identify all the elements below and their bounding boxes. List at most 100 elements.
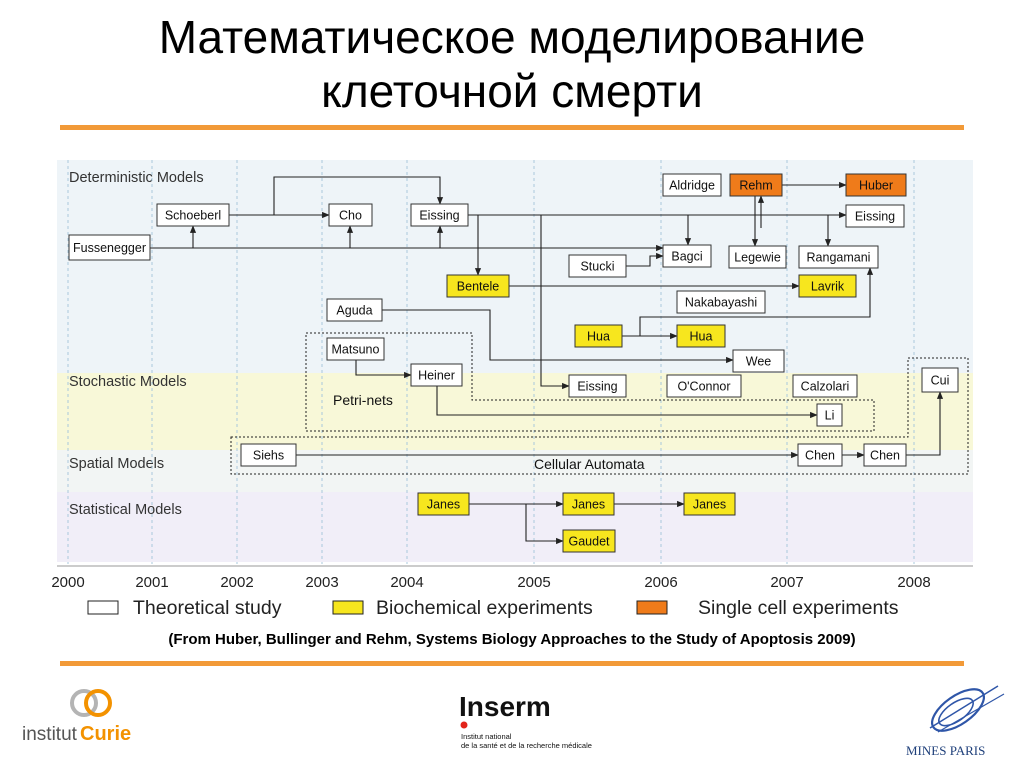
node-bagci: Bagci bbox=[662, 244, 712, 268]
node-label: Janes bbox=[572, 498, 605, 512]
node-label: Cui bbox=[931, 374, 950, 388]
band-label: Statistical Models bbox=[69, 502, 182, 518]
node-label: Bagci bbox=[671, 250, 702, 264]
node-cui: Cui bbox=[921, 367, 959, 393]
region-label-petri-nets: Petri-nets bbox=[333, 392, 393, 408]
node-aguda: Aguda bbox=[326, 298, 383, 322]
node-label: Legewie bbox=[734, 251, 781, 265]
node-siehs: Siehs bbox=[240, 443, 297, 467]
node-label: Schoeberl bbox=[165, 209, 221, 223]
arrow-heiner-to-li bbox=[436, 386, 818, 419]
cellular-automata-region bbox=[230, 357, 969, 475]
year-tick-2005: 2005 bbox=[517, 574, 550, 591]
node-label: Eissing bbox=[419, 209, 459, 223]
legend-label-biochemical: Biochemical experiments bbox=[376, 597, 593, 619]
year-tick-2001: 2001 bbox=[135, 574, 168, 591]
node-label: Rangamani bbox=[807, 251, 871, 265]
region-label-cellular-automata: Cellular Automata bbox=[534, 456, 645, 472]
node-box bbox=[683, 492, 736, 516]
arrow-stucki-to-bagci bbox=[626, 252, 664, 267]
year-tick-2008: 2008 bbox=[897, 574, 930, 591]
node-bentele: Bentele bbox=[446, 274, 510, 298]
node-box bbox=[792, 374, 858, 398]
inserm-line-2: de la santé et de la recherche médicale bbox=[461, 741, 592, 750]
curie-ring-orange bbox=[84, 689, 112, 717]
node-box bbox=[328, 203, 373, 227]
node-label: Aguda bbox=[336, 304, 372, 318]
node-box bbox=[568, 374, 627, 398]
node-label: Heiner bbox=[418, 369, 455, 383]
node-rangamani: Rangamani bbox=[798, 245, 879, 269]
node-matsuno: Matsuno bbox=[326, 337, 385, 361]
inserm-logo: Inserm Institut national de la santé et … bbox=[459, 691, 592, 750]
node-box bbox=[863, 443, 907, 467]
band-statistical-models bbox=[57, 492, 973, 562]
node-label: Chen bbox=[805, 449, 835, 463]
node-label: Calzolari bbox=[801, 380, 850, 394]
band-label: Deterministic Models bbox=[69, 170, 204, 186]
year-tick-2003: 2003 bbox=[305, 574, 338, 591]
node-hua1: Hua bbox=[574, 324, 623, 348]
node-schoeberl: Schoeberl bbox=[156, 203, 230, 227]
inserm-line-1: Institut national bbox=[461, 732, 512, 741]
legend: Theoretical study Biochemical experiments… bbox=[87, 597, 899, 619]
node-label: Janes bbox=[427, 498, 460, 512]
node-huber: Huber bbox=[845, 173, 907, 197]
band-label: Spatial Models bbox=[69, 456, 164, 472]
node-box bbox=[798, 245, 879, 269]
year-gridlines bbox=[67, 160, 915, 564]
node-janes2: Janes bbox=[562, 492, 615, 516]
band-label: Stochastic Models bbox=[69, 374, 187, 390]
node-heiner: Heiner bbox=[410, 363, 463, 387]
node-chen1: Chen bbox=[797, 443, 843, 467]
node-oconnor: O'Connor bbox=[666, 374, 742, 398]
node-label: Fussenegger bbox=[73, 241, 146, 255]
node-label: Matsuno bbox=[332, 343, 380, 357]
node-fussenegger: Fussenegger bbox=[68, 234, 151, 261]
arrow-hua1-to-rangamani bbox=[639, 267, 874, 336]
node-label: Aldridge bbox=[669, 179, 715, 193]
node-hua2: Hua bbox=[676, 324, 726, 348]
legend-label-theoretical: Theoretical study bbox=[133, 597, 282, 619]
arrow-janes-to-gaudet bbox=[525, 504, 564, 545]
arrow-matsuno-to-heiner bbox=[355, 360, 412, 379]
node-eissing1: Eissing bbox=[410, 203, 469, 227]
year-tick-2007: 2007 bbox=[770, 574, 803, 591]
node-box bbox=[446, 274, 510, 298]
node-eissing3: Eissing bbox=[568, 374, 627, 398]
year-tick-2002: 2002 bbox=[220, 574, 253, 591]
node-label: Chen bbox=[870, 449, 900, 463]
year-tick-2004: 2004 bbox=[390, 574, 423, 591]
node-wee: Wee bbox=[732, 349, 785, 373]
node-label: Janes bbox=[693, 498, 726, 512]
node-box bbox=[798, 274, 857, 298]
curie-prefix: institut bbox=[22, 724, 78, 745]
node-box bbox=[68, 234, 151, 261]
node-label: Stucki bbox=[580, 260, 614, 274]
node-box bbox=[326, 337, 385, 361]
node-label: Nakabayashi bbox=[685, 296, 757, 310]
mines-paris-logo: MINES PARIS bbox=[906, 685, 1005, 758]
node-gaudet: Gaudet bbox=[562, 529, 616, 553]
node-label: Bentele bbox=[457, 280, 499, 294]
node-rehm: Rehm bbox=[729, 173, 783, 197]
institut-curie-logo: institut Curie bbox=[22, 689, 131, 745]
title-line-2: клеточной смерти bbox=[321, 65, 703, 117]
node-box bbox=[662, 244, 712, 268]
petri-nets-region bbox=[305, 332, 875, 432]
mines-swirl-inner bbox=[938, 697, 974, 727]
node-box bbox=[732, 349, 785, 373]
node-eissing2: Eissing bbox=[845, 204, 905, 228]
inserm-red-dot bbox=[460, 721, 468, 729]
node-box bbox=[568, 254, 627, 278]
node-label: Gaudet bbox=[568, 535, 610, 549]
node-box bbox=[410, 363, 463, 387]
node-label: Eissing bbox=[577, 380, 617, 394]
legend-label-single_cell: Single cell experiments bbox=[698, 597, 899, 619]
node-box bbox=[729, 173, 783, 197]
inserm-name: Inserm bbox=[459, 691, 551, 722]
node-label: Wee bbox=[746, 355, 772, 369]
arrow-chen2-to-cui bbox=[906, 391, 944, 456]
